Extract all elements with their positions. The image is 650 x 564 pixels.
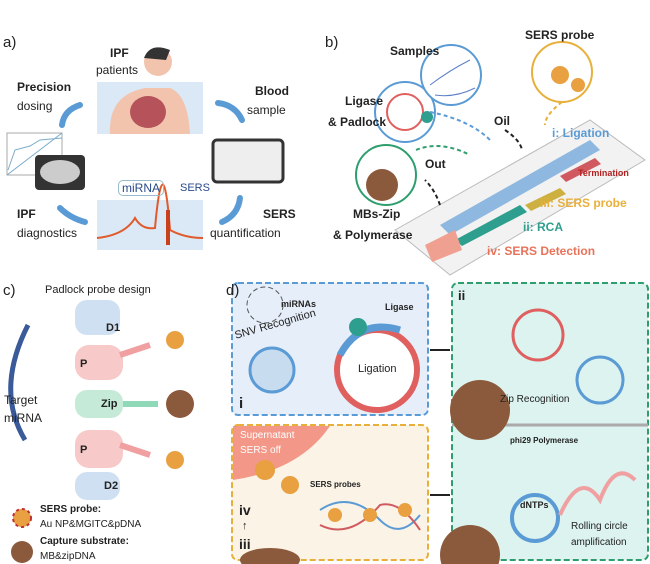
sample-label: sample [247,103,286,117]
target-mirna-strand [8,323,31,442]
lungs-icon [130,96,166,128]
legend-capture-desc: MB&zipDNA [40,551,96,562]
cycle-arrows [57,100,245,225]
sers-probe-label: SERS probe [525,28,595,42]
samples-label: Samples [390,44,440,58]
out-label: Out [425,157,446,171]
d1-block [75,300,120,335]
zip-label: Zip [101,398,118,410]
ligase-padlock-circle [374,81,436,143]
dosing-label: dosing [17,99,53,113]
supernatant-label: Supernatant [240,430,295,441]
mirna-tag: miRNA [118,180,164,196]
polymerase-label: & Polymerase [333,228,413,242]
up-arrow-icon: ↑ [242,520,248,532]
detection-step: iv: SERS Detection [487,244,596,258]
ipf-diag-label: IPF [17,207,36,221]
chip-device [211,138,285,184]
step-i-label: i [239,395,244,412]
ligation-label: Ligation [358,363,397,375]
sers-off-label: SERS off [240,445,281,456]
legend-sers-probe-icon [12,508,32,528]
rca-step: ii: RCA [523,220,563,234]
d2-block [75,472,120,500]
blood-label: Blood [255,84,289,98]
d1-label: D1 [106,322,121,334]
samples-circle [420,44,482,106]
padlock-label: & Padlock [328,115,387,129]
oil-label: Oil [494,114,511,128]
sers-spectrum-box [97,200,203,250]
ligation-step: i: Ligation [552,126,610,140]
sers-label: SERS [263,207,296,221]
p1-block [75,345,123,380]
panel-d-label: d) [226,282,240,299]
precision-label: Precision [17,80,72,94]
termination-step: Termination [578,168,629,178]
p2-block [75,430,123,468]
d2-label: D2 [104,480,119,492]
diagnostics-label: diagnostics [17,226,78,240]
target-label: Target [4,393,38,407]
mbs-zip-label: MBs-Zip [353,207,401,221]
zip-block [75,390,123,418]
legend-probe-title: SERS probe: [40,504,102,515]
mirnas-label: miRNAs [281,299,317,309]
patients-label: patients [96,63,139,77]
ligase-enzyme-label: Ligase [385,302,414,312]
rolling-circle-label: Rolling circle [571,521,628,532]
dntps-label: dNTPs [520,500,549,510]
panel-c-label: c) [3,282,16,299]
sers-probe-step: iii: SERS probe [540,196,627,210]
amplification-label: amplification [571,537,627,548]
panel-ii-rca [451,282,649,561]
legend-probe-desc: Au NP&MGITC&pDNA [40,519,142,530]
magnetic-bead-icon [166,390,194,418]
step-iv-label: iv [239,502,251,518]
phi29-label: phi29 Polymerase [510,436,579,445]
sers-probes-label: SERS probes [310,480,361,489]
ligase-label: Ligase [345,94,384,108]
p2-label: P [80,444,88,456]
panel-a-label: a) [3,34,17,51]
padlock-design-title: Padlock probe design [45,284,151,296]
ipf-label: IPF [110,46,129,60]
legend-capture-icon [11,541,33,563]
sers-probe-icon [166,451,184,469]
step-iii-label: iii [239,536,251,552]
p1-label: P [80,358,88,370]
mirna-label: miRNA [4,411,42,425]
quantification-label: quantification [210,226,281,240]
step-ii-label: ii [458,288,466,303]
sers-probe-icon [166,331,184,349]
sers-peak-label: SERS [180,182,210,194]
sers-spectrum [96,183,204,239]
legend-capture-title: Capture substrate: [40,536,129,547]
zip-recognition-label: Zip Recognition [500,394,570,405]
panel-b-label: b) [325,34,339,51]
